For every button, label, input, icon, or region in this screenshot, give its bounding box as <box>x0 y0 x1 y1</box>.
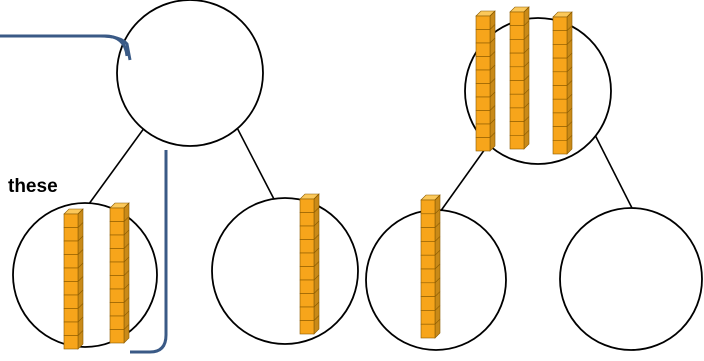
base-ten-rod-icon <box>553 12 572 154</box>
base-ten-rod-icon <box>110 203 129 343</box>
left-tree-line-right <box>232 118 276 203</box>
base-ten-rod-icon <box>510 7 529 149</box>
left-whole-circle <box>117 0 263 146</box>
base-ten-rod-icon <box>300 194 319 334</box>
these-label: these <box>8 176 58 198</box>
left-tree-line-left <box>86 120 150 208</box>
left-part-circle-1 <box>13 203 157 347</box>
highlight-frame-edge <box>0 36 127 56</box>
base-ten-rod-icon <box>64 209 83 349</box>
right-tree-line-right <box>590 125 634 212</box>
base-ten-rod-icon <box>476 11 495 151</box>
base-ten-rod-icon <box>421 195 440 338</box>
left-part-circle-2 <box>212 198 358 344</box>
right-part-circle-2 <box>560 208 702 350</box>
